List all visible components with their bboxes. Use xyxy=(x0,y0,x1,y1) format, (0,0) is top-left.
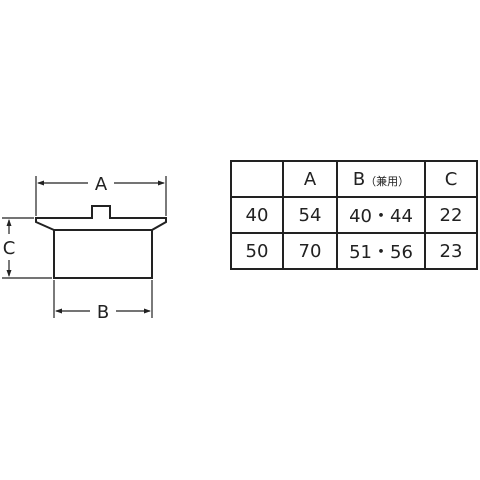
header-cell-a: A xyxy=(282,160,338,198)
table-header-row: A B（兼用） C xyxy=(230,160,478,198)
table-cell-b: 51・56 xyxy=(336,232,426,270)
table-cell-c: 22 xyxy=(424,196,478,234)
spec-table: A B（兼用） C 40 54 40・44 22 50 70 51・56 23 xyxy=(230,160,478,270)
header-b-label: B xyxy=(352,168,366,190)
dim-a-label: A xyxy=(95,174,108,195)
dim-b-arrow-left xyxy=(55,308,62,314)
header-b-note: （兼用） xyxy=(365,174,410,188)
table-cell-a: 70 xyxy=(282,232,338,270)
dim-b-label: B xyxy=(97,302,109,323)
table-row: 40 54 40・44 22 xyxy=(230,196,478,234)
header-cell-b: B（兼用） xyxy=(336,160,426,198)
header-cell-empty xyxy=(230,160,284,198)
header-cell-c: C xyxy=(424,160,478,198)
dim-c-arrow-top xyxy=(6,219,12,226)
dim-a-arrow-right xyxy=(158,180,165,186)
table-cell-c: 23 xyxy=(424,232,478,270)
table-cell-size: 40 xyxy=(230,196,284,234)
table-cell-a: 54 xyxy=(282,196,338,234)
table-row: 50 70 51・56 23 xyxy=(230,232,478,270)
table-cell-size: 50 xyxy=(230,232,284,270)
dim-b-arrow-right xyxy=(144,308,151,314)
dim-a-arrow-left xyxy=(37,180,44,186)
cap-outline xyxy=(35,205,167,279)
dim-c-arrow-bottom xyxy=(6,270,12,277)
dim-c-label: C xyxy=(3,238,16,259)
table-cell-b: 40・44 xyxy=(336,196,426,234)
